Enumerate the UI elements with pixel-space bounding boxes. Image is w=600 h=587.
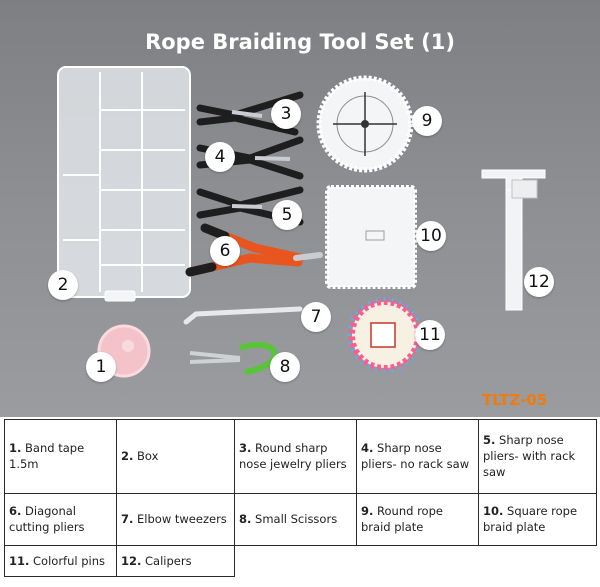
empty-cell (357, 546, 479, 577)
item-legend-table: 1. Band tape 1.5m 2. Box 3. Round sharp … (4, 419, 597, 577)
legend-item: 8. Small Scissors (234, 492, 357, 547)
legend-item: 12. Calipers (116, 545, 235, 577)
marker-6: 6 (210, 236, 240, 266)
marker-8: 8 (270, 352, 300, 382)
legend-item: 3. Round sharp nose jewelry pliers (234, 419, 357, 494)
marker-1: 1 (86, 352, 116, 382)
legend-item: 4. Sharp nose pliers- no rack saw (356, 419, 479, 494)
marker-9: 9 (412, 106, 442, 136)
table-row: 1. Band tape 1.5m 2. Box 3. Round sharp … (4, 419, 597, 494)
round-braid-plate (316, 75, 414, 173)
marker-3: 3 (271, 99, 301, 129)
product-photo: Rope Braiding Tool Set (1) 1 2 3 4 5 6 7… (0, 0, 600, 417)
legend-item: 10. Square rope braid plate (478, 492, 597, 547)
marker-7: 7 (301, 302, 331, 332)
legend-item: 7. Elbow tweezers (116, 492, 235, 547)
legend-item: 2. Box (116, 419, 235, 494)
model-code: TLTZ-05 (482, 391, 548, 409)
small-scissors (189, 341, 278, 375)
empty-cell (479, 546, 597, 577)
empty-cell (235, 546, 357, 577)
legend-item: 11. Colorful pins (4, 545, 117, 577)
legend-item: 1. Band tape 1.5m (4, 419, 117, 494)
calipers (481, 169, 546, 311)
table-row: 11. Colorful pins 12. Calipers (4, 545, 597, 577)
colorful-pins (347, 297, 423, 373)
marker-12: 12 (524, 267, 554, 297)
elbow-tweezers (183, 306, 303, 325)
legend-item: 5. Sharp nose pliers- with rack saw (478, 419, 597, 494)
marker-11: 11 (415, 320, 445, 350)
legend-item: 9. Round rope braid plate (356, 492, 479, 547)
marker-5: 5 (272, 200, 302, 230)
legend-item: 6. Diagonal cutting pliers (4, 492, 117, 547)
square-braid-plate (325, 185, 417, 289)
diagonal-pliers (185, 223, 323, 277)
storage-box (57, 66, 191, 302)
table-row: 6. Diagonal cutting pliers 7. Elbow twee… (4, 492, 597, 547)
marker-2: 2 (48, 270, 78, 300)
marker-4: 4 (205, 142, 235, 172)
marker-10: 10 (416, 221, 446, 251)
page-title: Rope Braiding Tool Set (1) (145, 30, 455, 54)
